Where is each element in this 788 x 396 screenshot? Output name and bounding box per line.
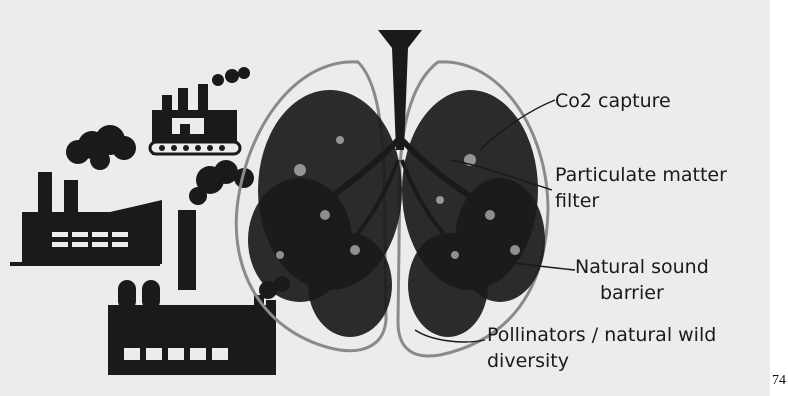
label-co2-capture: Co2 capture — [555, 89, 671, 113]
label-wild-diversity: diversity — [487, 349, 569, 373]
label-particulate-matter: Particulate matter — [555, 163, 727, 187]
page-number: 74 — [772, 373, 786, 389]
label-pollinators: Pollinators / natural wild — [487, 323, 716, 347]
tree-icon — [248, 30, 545, 337]
factory-icon — [150, 67, 250, 155]
label-natural-sound: Natural sound — [575, 255, 709, 279]
label-particulate-filter: filter — [555, 189, 599, 213]
factory-icon — [10, 125, 162, 266]
label-sound-barrier: barrier — [600, 281, 664, 305]
diagram-figure: Co2 capture Particulate matter filter Na… — [0, 0, 770, 396]
